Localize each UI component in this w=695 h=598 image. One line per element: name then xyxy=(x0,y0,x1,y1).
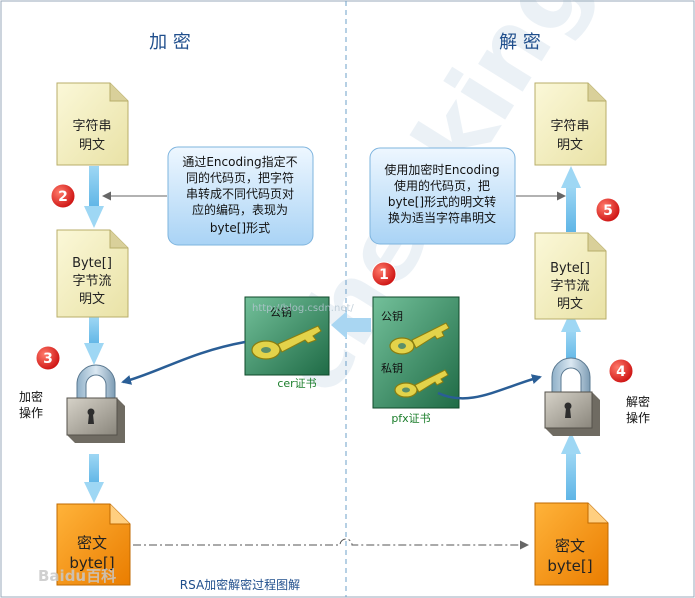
left-plaintext-line2: 明文 xyxy=(79,138,105,153)
flow-arrow-left-3 xyxy=(89,454,99,484)
note-right-line3: byte[]形式的明文转 xyxy=(388,194,496,209)
svg-text:2: 2 xyxy=(58,189,68,205)
right-cipher-line2: byte[] xyxy=(547,557,592,575)
svg-text:3: 3 xyxy=(43,351,53,367)
left-cipher-line2: byte[] xyxy=(69,554,114,572)
encrypt-operation-line2: 操作 xyxy=(19,405,43,420)
left-bytes-line3: 明文 xyxy=(79,292,105,307)
step-badge-1: 1 xyxy=(371,261,397,287)
right-bytes-line1: Byte[] xyxy=(550,261,590,276)
cer-key-label: 公钥 xyxy=(270,305,292,319)
note-left-line5: byte[]形式 xyxy=(210,221,270,235)
flow-arrow-left-1 xyxy=(89,166,99,208)
left-cipher-line1: 密文 xyxy=(77,534,107,552)
diagram-caption: RSA加密解密过程图解 xyxy=(180,577,300,592)
key-icon xyxy=(394,369,449,398)
url-watermark: http://blog.csdn.net/ xyxy=(252,303,354,314)
right-bytes-line2: 字节流 xyxy=(550,279,589,294)
flow-arrow-right-3 xyxy=(566,186,576,232)
private-key-to-decrypt-arrow xyxy=(437,374,542,400)
right-plaintext-line2: 明文 xyxy=(557,138,583,153)
padlock-icon xyxy=(544,357,600,436)
padlock-icon xyxy=(66,364,125,443)
note-left-line4: 应的编码，表现为 xyxy=(192,202,288,217)
flow-arrow-left-2 xyxy=(89,317,99,345)
left-plaintext-doc: 字符串 明文 xyxy=(56,82,129,166)
left-bytes-line2: 字节流 xyxy=(72,274,111,289)
left-plaintext-line1: 字符串 xyxy=(72,118,111,134)
pfx-certificate: 公钥 私钥 xyxy=(372,296,460,409)
note-right-line4: 换为适当字符串明文 xyxy=(388,210,496,225)
right-bytes-line3: 明文 xyxy=(557,297,583,312)
decrypt-heading: 解 密 xyxy=(499,32,541,53)
baidu-logo-watermark: Baidu百科 xyxy=(38,567,116,585)
left-cipher-doc: 密文 byte[] xyxy=(56,503,131,586)
flow-arrow-right-2 xyxy=(566,330,576,363)
encoding-note-right: 使用加密时Encoding 使用的代码页，把 byte[]形式的明文转 换为适当… xyxy=(369,147,516,245)
decrypt-operation-line1: 解密 xyxy=(626,394,650,409)
flow-arrow-right-1 xyxy=(566,452,576,500)
svg-text:1: 1 xyxy=(379,267,389,283)
right-plaintext-line1: 字符串 xyxy=(550,118,589,134)
encrypt-heading: 加 密 xyxy=(149,32,191,53)
step-badge-5: 5 xyxy=(595,197,621,223)
cipher-transfer-arrow xyxy=(133,538,529,550)
note-left-line1: 通过Encoding指定不 xyxy=(182,154,297,169)
left-bytes-doc: Byte[] 字节流 明文 xyxy=(56,229,129,318)
right-cipher-doc: 密文 byte[] xyxy=(534,502,609,586)
cer-cert-label: cer证书 xyxy=(277,377,316,390)
svg-text:5: 5 xyxy=(603,203,613,219)
encoding-note-left: 通过Encoding指定不 同的代码页，把字符 串转成不同代码页对 应的编码，表… xyxy=(167,146,314,246)
public-key-to-encrypt-arrow xyxy=(121,340,246,385)
step-badge-2: 2 xyxy=(50,183,76,209)
svg-text:4: 4 xyxy=(616,364,626,380)
note-right-line2: 使用的代码页，把 xyxy=(394,178,490,193)
decrypt-operation-line2: 操作 xyxy=(626,410,650,425)
right-bytes-doc: Byte[] 字节流 明文 xyxy=(534,232,607,320)
note-left-line3: 串转成不同代码页对 xyxy=(186,186,294,201)
step-badge-3: 3 xyxy=(35,345,61,371)
note-left-line2: 同的代码页，把字符 xyxy=(186,170,294,185)
left-bytes-line1: Byte[] xyxy=(72,256,112,271)
pfx-cert-label: pfx证书 xyxy=(391,412,430,425)
pfx-public-key-label: 公钥 xyxy=(381,309,403,323)
key-icon xyxy=(389,322,450,355)
right-cipher-line1: 密文 xyxy=(555,537,585,555)
encrypt-operation-line1: 加密 xyxy=(19,389,43,404)
cer-certificate: 公钥 xyxy=(244,296,330,376)
pfx-private-key-label: 私钥 xyxy=(381,361,403,375)
right-plaintext-doc: 字符串 明文 xyxy=(534,82,607,166)
step-badge-4: 4 xyxy=(608,358,634,384)
note-right-line1: 使用加密时Encoding xyxy=(384,162,499,177)
pfx-to-cer-arrow xyxy=(345,318,371,332)
key-icon xyxy=(251,325,322,360)
